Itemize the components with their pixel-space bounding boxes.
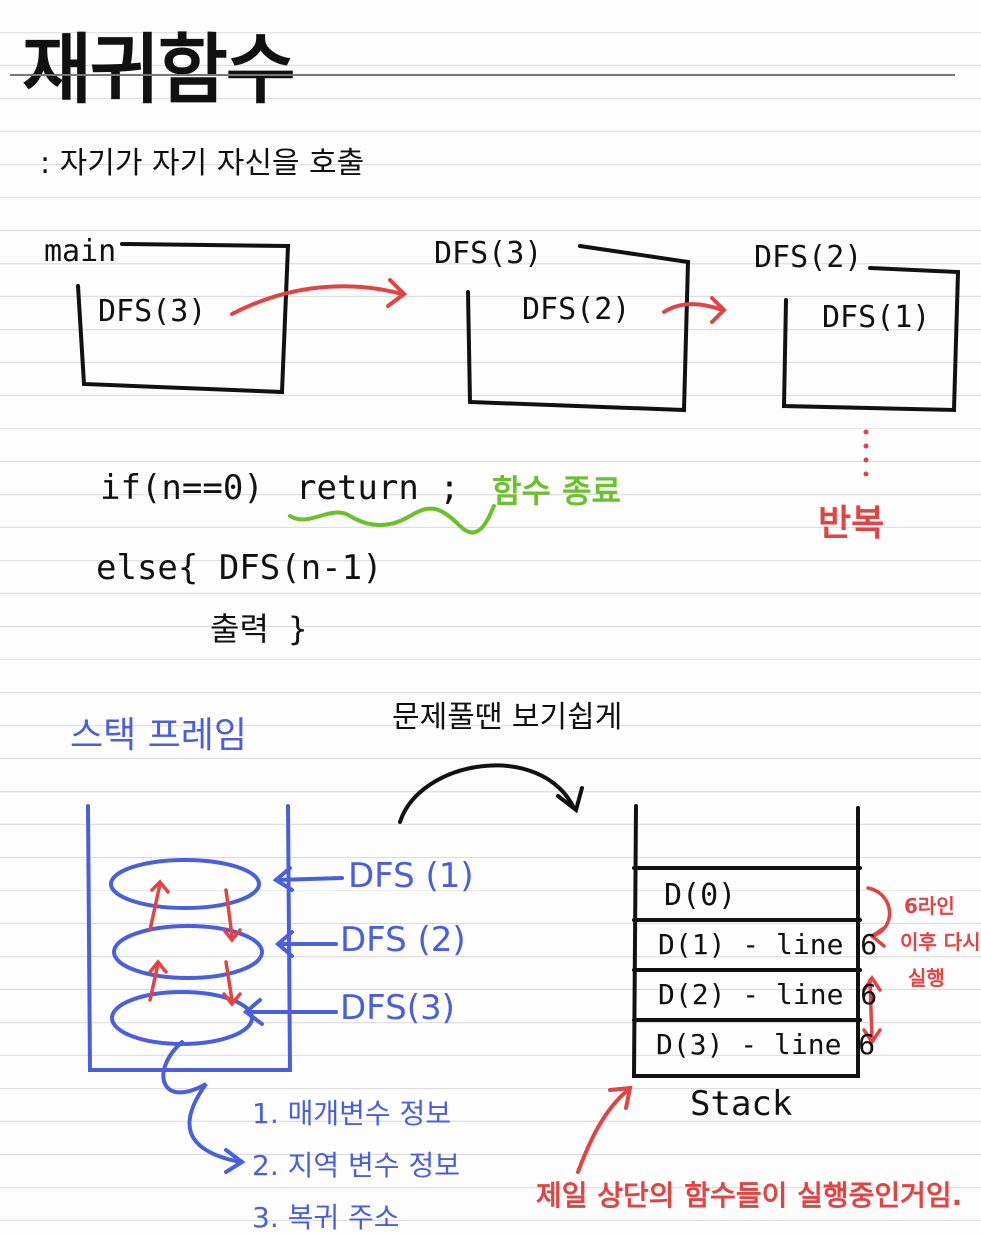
box-dfs2-call: DFS(1) <box>822 300 931 335</box>
code-print-line: 출력 } <box>210 610 308 648</box>
frame-label-dfs1: DFS (1) <box>348 856 474 896</box>
stack-row-d1: D(1) - line 6 <box>658 928 878 961</box>
red-arrow-1 <box>230 278 408 316</box>
stack-frame-container <box>86 804 293 1072</box>
code-return-note: 함수 종료 <box>492 472 621 510</box>
stack-side-note-3: 실행 <box>908 966 945 990</box>
frame-info-return-address: 3. 복귀 주소 <box>252 1201 400 1234</box>
stack-row-d2: D(2) - line 6 <box>658 978 878 1011</box>
title-underline <box>10 74 955 76</box>
stack-frame-title: 스택 프레임 <box>70 715 248 756</box>
box-main <box>76 242 291 395</box>
stack-side-note-2: 이후 다시 <box>900 930 981 954</box>
frame-label-dfs3: DFS(3) <box>340 988 455 1028</box>
stack-bottom-note: 제일 상단의 함수들이 실행중인거임. <box>536 1179 963 1212</box>
dotted-continuation <box>863 429 869 477</box>
stack-side-arrows <box>862 886 892 1046</box>
stack-frame-ellipses <box>109 858 264 1046</box>
frame-flow-arrows <box>148 879 242 1007</box>
easy-view-note: 문제풀땐 보기쉽게 <box>392 700 623 735</box>
frame-info-params: 1. 매개변수 정보 <box>252 1097 452 1130</box>
subtitle: : 자기가 자기 자신을 호출 <box>40 146 365 181</box>
box-dfs2 <box>781 266 961 413</box>
box-main-label: main <box>44 234 117 269</box>
stack-row-d3: D(3) - line 6 <box>656 1028 876 1061</box>
stack-label: Stack <box>690 1084 793 1124</box>
page-title: 재귀함수 <box>22 25 296 114</box>
info-hook-arrow <box>161 1040 242 1164</box>
return-underline <box>288 504 496 535</box>
code-if-condition: if(n==0) <box>100 468 264 508</box>
stack-row-d0: D(0) <box>664 878 737 913</box>
box-dfs3-call: DFS(2) <box>522 292 631 327</box>
bottom-note-arrow <box>576 1085 633 1174</box>
stack-side-note-1: 6라인 <box>904 894 955 918</box>
box-dfs3-label: DFS(3) <box>434 236 543 271</box>
box-dfs2-label: DFS(2) <box>754 240 863 275</box>
repeat-label: 반복 <box>818 503 885 544</box>
code-else-line: else{ DFS(n-1) <box>96 548 383 588</box>
stack-container <box>631 804 862 1078</box>
code-return: return ; <box>296 468 460 508</box>
frame-info-locals: 2. 지역 변수 정보 <box>252 1149 460 1182</box>
frame-label-dfs2: DFS (2) <box>340 920 466 960</box>
red-arrow-2 <box>662 296 727 324</box>
box-dfs3 <box>466 244 691 413</box>
box-main-call: DFS(3) <box>98 294 207 329</box>
convert-arrow <box>398 763 584 824</box>
frame-pointer-arrows <box>242 866 344 1026</box>
